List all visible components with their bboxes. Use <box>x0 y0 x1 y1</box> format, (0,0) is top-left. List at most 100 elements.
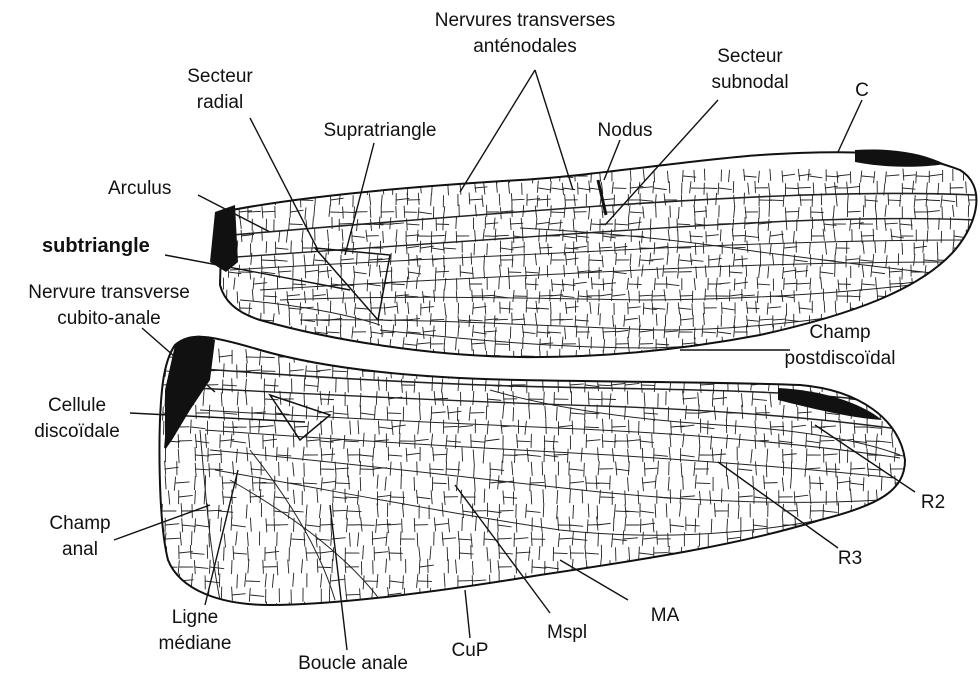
crossvein <box>448 350 449 364</box>
crossvein <box>654 378 655 392</box>
crossvein <box>498 176 511 177</box>
crossvein <box>784 270 797 272</box>
crossvein <box>623 531 624 545</box>
crossvein <box>499 510 513 511</box>
crossvein <box>834 588 835 602</box>
crossvein <box>758 229 759 241</box>
crossvein <box>770 551 784 553</box>
crossvein <box>458 371 472 372</box>
crossvein <box>820 440 834 441</box>
crossvein <box>531 490 532 504</box>
crossvein <box>716 278 717 290</box>
crossvein <box>643 206 644 218</box>
crossvein <box>527 455 541 456</box>
crossvein <box>727 475 728 489</box>
crossvein <box>875 587 876 601</box>
crossvein <box>226 315 227 327</box>
crossvein <box>734 206 735 218</box>
crossvein <box>458 588 459 602</box>
crossvein <box>419 560 420 574</box>
crossvein <box>406 246 419 248</box>
crossvein <box>822 426 836 427</box>
crossvein <box>487 393 488 407</box>
crossvein <box>811 580 825 581</box>
crossvein <box>472 580 486 581</box>
crossvein <box>178 560 179 574</box>
crossvein <box>670 519 671 533</box>
crossvein <box>569 469 583 470</box>
crossvein <box>352 326 353 338</box>
crossvein <box>446 448 447 462</box>
crossvein <box>733 247 746 248</box>
crossvein <box>286 231 287 243</box>
crossvein <box>714 503 715 517</box>
crossvein <box>891 601 892 615</box>
crossvein <box>677 224 690 225</box>
crossvein <box>237 291 238 303</box>
crossvein <box>683 343 696 344</box>
crossvein <box>508 182 509 194</box>
crossvein <box>433 176 446 177</box>
crossvein <box>419 212 432 214</box>
crossvein <box>640 330 653 332</box>
crossvein <box>654 188 667 190</box>
crossvein <box>484 183 485 195</box>
crossvein <box>423 327 424 339</box>
crossvein <box>343 212 356 213</box>
crossvein <box>679 326 680 338</box>
crossvein <box>266 241 267 253</box>
crossvein <box>773 319 786 320</box>
crossvein <box>340 171 341 183</box>
crossvein <box>629 349 630 361</box>
crossvein <box>407 224 420 225</box>
crossvein <box>360 455 374 456</box>
crossvein <box>578 291 579 303</box>
crossvein <box>327 230 328 242</box>
crossvein <box>740 531 741 545</box>
crossvein <box>681 547 682 561</box>
crossvein <box>769 205 770 217</box>
crossvein <box>522 229 523 241</box>
crossvein <box>720 229 721 241</box>
crossvein <box>755 349 756 361</box>
crossvein <box>320 391 321 405</box>
crossvein <box>864 503 865 517</box>
crossvein <box>896 538 910 539</box>
crossvein <box>314 205 315 217</box>
crossvein <box>458 363 459 377</box>
crossvein <box>347 364 348 378</box>
crossvein <box>649 253 650 265</box>
crossvein <box>262 211 275 212</box>
crossvein <box>254 283 267 284</box>
crossvein <box>738 469 752 470</box>
crossvein <box>644 392 645 406</box>
crossvein <box>744 169 745 181</box>
crossvein <box>713 398 727 399</box>
crossvein <box>639 547 640 561</box>
crossvein <box>163 407 164 421</box>
crossvein <box>442 538 456 539</box>
crossvein <box>614 272 627 274</box>
crossvein <box>237 170 238 182</box>
crossvein <box>625 406 626 420</box>
crossvein <box>385 477 386 491</box>
crossvein <box>554 454 568 455</box>
crossvein <box>810 290 811 302</box>
crossvein <box>249 588 250 602</box>
crossvein <box>406 325 407 337</box>
crossvein <box>820 272 833 274</box>
crossvein <box>459 426 473 427</box>
crossvein <box>352 355 365 356</box>
label-line: médiane <box>140 633 250 655</box>
crossvein <box>838 279 839 291</box>
crossvein <box>652 303 653 315</box>
crossvein <box>345 497 359 498</box>
crossvein <box>712 454 726 455</box>
crossvein <box>235 313 236 325</box>
crossvein <box>581 351 582 365</box>
crossvein <box>316 533 317 547</box>
crossvein <box>565 248 578 249</box>
crossvein <box>321 454 335 455</box>
crossvein <box>603 331 616 332</box>
crossvein <box>878 525 892 527</box>
